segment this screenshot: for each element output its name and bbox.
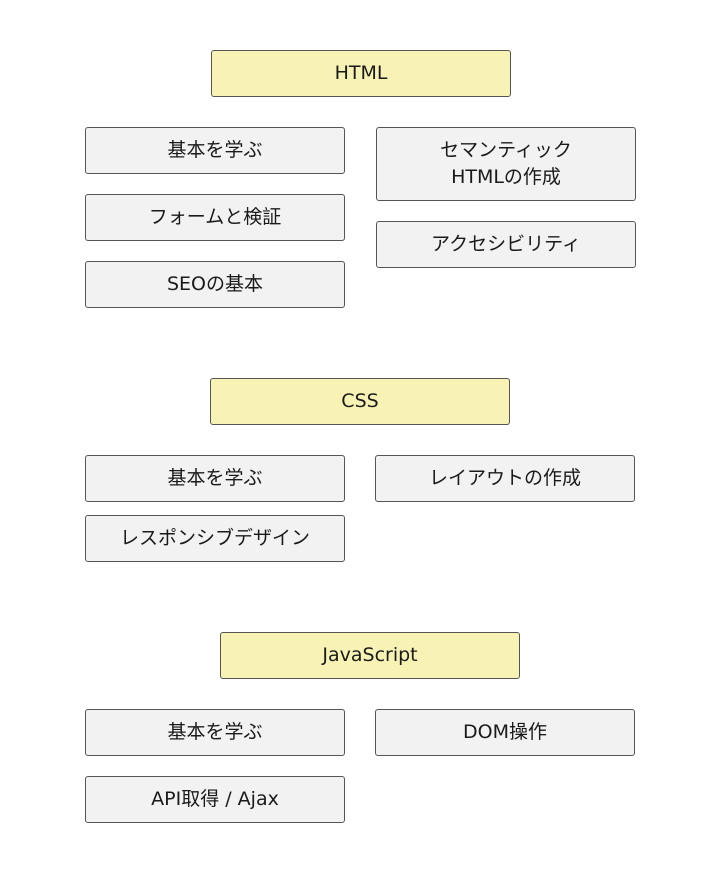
css-basics-node: 基本を学ぶ (85, 455, 345, 502)
html-basics-node: 基本を学ぶ (85, 127, 345, 174)
html-section-title: HTML (211, 50, 511, 97)
js-basics-node: 基本を学ぶ (85, 709, 345, 756)
html-forms-node: フォームと検証 (85, 194, 345, 241)
css-section-title: CSS (210, 378, 510, 425)
html-accessibility-node: アクセシビリティ (376, 221, 636, 268)
js-dom-node: DOM操作 (375, 709, 635, 756)
html-semantic-node: セマンティック HTMLの作成 (376, 127, 636, 201)
css-layout-node: レイアウトの作成 (375, 455, 635, 502)
js-api-node: API取得 / Ajax (85, 776, 345, 823)
html-seo-node: SEOの基本 (85, 261, 345, 308)
css-responsive-node: レスポンシブデザイン (85, 515, 345, 562)
js-section-title: JavaScript (220, 632, 520, 679)
